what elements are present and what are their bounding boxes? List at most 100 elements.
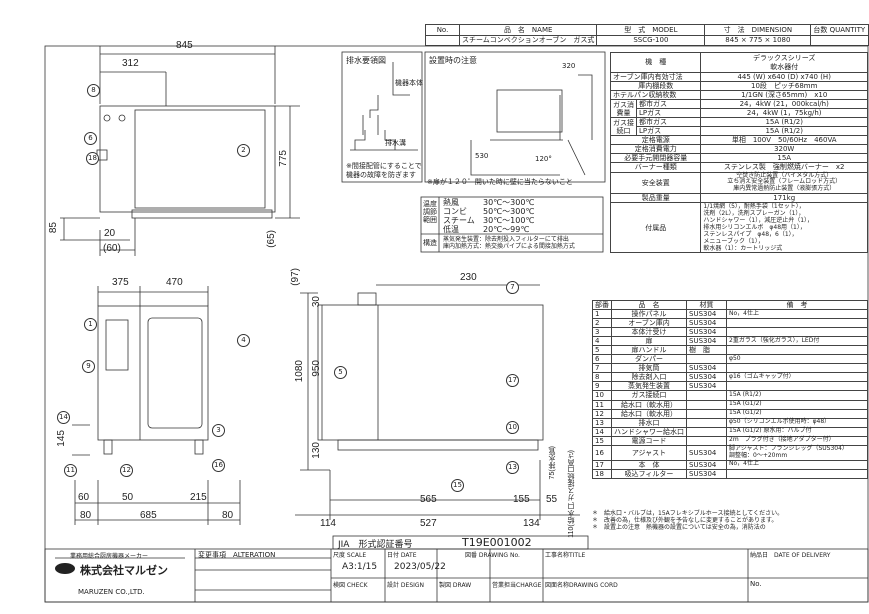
- drain-note: ※間接配管にすることで機器の故障を防ぎます: [346, 162, 422, 180]
- spec-label: 付属品: [609, 202, 702, 254]
- struct-text: 蒸気発生装置：除去剤投入フィルターにて排出 庫内加熱方式：熱交換パイプによる間接…: [443, 236, 575, 250]
- dim-50: 50: [122, 492, 134, 503]
- dim-60: (60): [103, 243, 121, 254]
- spec-value: 1/1焼網（5），耐熱手袋（1セット）， 洗剤（2L），洗剤スプレーガン（1），…: [700, 202, 868, 254]
- dim-565: 565: [420, 494, 437, 505]
- delivery-no-label: No.: [750, 580, 762, 588]
- parts-remarks: [726, 345, 868, 356]
- parts-name: 本体汁受け: [611, 327, 687, 338]
- parts-no: 8: [592, 372, 612, 383]
- spec-sublabel: 都市ガス: [635, 99, 702, 110]
- balloon-12: 12: [120, 464, 133, 477]
- parts-name: 扉: [611, 336, 687, 347]
- spec-label: ホテルパン収納枚数: [609, 90, 702, 101]
- spec-value: 171kg: [700, 193, 868, 204]
- dim-230: 230: [460, 272, 477, 283]
- spec-sublabel: LPガス: [635, 108, 702, 119]
- parts-material: SUS304: [686, 381, 727, 392]
- parts-remarks: 2重ガラス（強化ガラス），LED付: [726, 336, 868, 347]
- dim-65: (65): [266, 230, 277, 248]
- parts-no: 1: [592, 309, 612, 320]
- balloon-18: 18: [86, 152, 99, 165]
- parts-material: SUS304: [686, 309, 727, 320]
- company-en: MARUZEN CO.,LTD.: [78, 588, 145, 596]
- drain-title: 排水要領図: [346, 56, 386, 65]
- balloon-3: 3: [212, 424, 225, 437]
- spec-label: 定格消費電力: [609, 144, 702, 155]
- drawing-no-label: 図番 DRAWING No.: [465, 552, 520, 559]
- check-label: 検図 CHECK: [333, 582, 368, 589]
- parts-remarks: [726, 318, 868, 329]
- parts-name: 給水口（軟水用）: [611, 408, 687, 419]
- dim-155: 155: [513, 494, 530, 505]
- spec-label: 庫内棚段数: [609, 81, 702, 92]
- jia-label: JIA 形式認証番号: [338, 540, 413, 550]
- parts-material: SUS304: [686, 468, 727, 479]
- top-view-body: [99, 105, 276, 213]
- parts-material: SUS304: [686, 459, 727, 470]
- parts-name: 排気筒: [611, 363, 687, 374]
- dim-145: 145: [56, 430, 67, 447]
- parts-remarks: 15A (R1/2): [726, 390, 868, 401]
- install-dim-530: 530: [475, 152, 489, 160]
- spec-value: 24，4kW (1，75kg/h): [700, 108, 868, 119]
- dim-55: 55: [546, 494, 558, 505]
- parts-header: 品 名: [611, 299, 687, 311]
- dim-width: 845: [176, 40, 193, 51]
- dim-215: 215: [190, 492, 207, 503]
- parts-remarks: No，4仕上: [726, 309, 868, 320]
- dim-97: (97): [290, 268, 301, 286]
- dim-30: 30: [311, 296, 322, 308]
- scale-value: A3:1/15: [342, 562, 378, 572]
- dim-80b: 80: [222, 510, 234, 521]
- parts-material: SUS304: [686, 372, 727, 383]
- parts-remarks: 脚アジャスト：フランジレッグ（SUS304） 調整幅：0～+20mm: [726, 444, 868, 461]
- parts-remarks: 15A (G1/2) 原水用：バルブ付: [726, 426, 868, 437]
- spec-value: 単相 100V 50/60Hz 460VA: [700, 135, 868, 146]
- balloon-11: 11: [64, 464, 77, 477]
- dim-75: 75(排水管): [549, 446, 556, 480]
- spec-label: バーナー種類: [609, 162, 702, 173]
- struct-label: 構造: [423, 239, 437, 247]
- parts-material: SUS304: [686, 363, 727, 374]
- spec-value: 445 (W) x640 (D) x740 (H): [700, 71, 868, 83]
- parts-material: SUS304: [686, 327, 727, 338]
- dim-950: 950: [311, 360, 322, 377]
- struct-line: 蒸気発生装置：除去剤投入フィルターにて排出: [443, 236, 569, 243]
- spec-value: 24，4kW (21，000kcal/h): [700, 99, 868, 110]
- spec-value: 10段 ピッチ68mm: [700, 81, 868, 92]
- dim-1080: 1080: [294, 360, 305, 383]
- parts-no: 3: [592, 327, 612, 338]
- drain-body-label: 機器本体: [395, 79, 423, 87]
- install-note: ※扉が１２０゜開いた時に壁に当たらないこと: [427, 178, 573, 186]
- parts-material: [686, 417, 727, 428]
- temp-mode: 熱風: [443, 198, 459, 207]
- parts-remarks: [726, 381, 868, 392]
- dim-375: 375: [112, 277, 129, 288]
- balloon-8: 8: [87, 84, 100, 97]
- dim-775: 775: [278, 150, 289, 167]
- parts-no: 11: [592, 399, 612, 410]
- spec-sublabel: LPガス: [635, 126, 702, 137]
- product-name: スチームコンベクションオーブン ガス式: [458, 34, 598, 46]
- spec-label: 製品重量: [609, 193, 702, 204]
- dim-527: 527: [420, 518, 437, 529]
- parts-name: 扉ハンドル: [611, 345, 687, 356]
- parts-remarks: No，4仕上: [726, 459, 868, 470]
- maruzen-logo-icon: [55, 563, 75, 574]
- parts-no: 5: [592, 345, 612, 356]
- parts-material: [686, 354, 727, 365]
- jia-number: T19E001002: [462, 536, 532, 549]
- spec-label: 機 種: [609, 52, 702, 73]
